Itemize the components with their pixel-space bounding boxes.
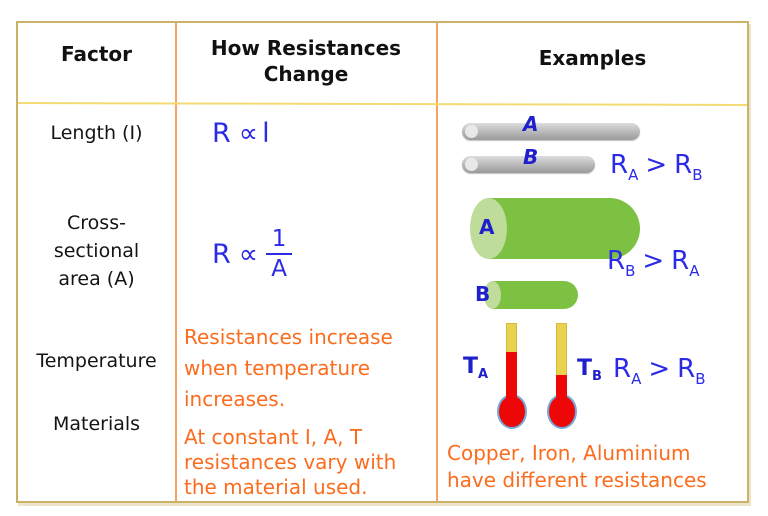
materials-note-line-2: resistances vary with	[184, 450, 397, 474]
column-divider-1	[175, 23, 177, 501]
cylinder-a-body	[488, 198, 640, 259]
fraction: 1 A	[266, 226, 293, 282]
temperature-note: Resistances increase when temperature in…	[184, 322, 436, 415]
cmp-right-sub: B	[695, 370, 706, 388]
cmp-right-base: R	[677, 354, 696, 384]
factor-length-label: Length (I)	[50, 122, 143, 144]
cylinder-b-label: B	[475, 282, 491, 306]
factor-materials-label: Materials	[52, 413, 141, 435]
header-cell-how-resistances-change: How Resistances Change	[177, 35, 435, 87]
formula-base: R	[212, 238, 231, 270]
cylinder-b-body	[492, 281, 578, 309]
thermometer-a-bulb-icon	[497, 394, 527, 429]
cmp-right-base: R	[671, 246, 690, 276]
area-formula: R∝ 1 A	[212, 219, 293, 289]
thermometer-b-mercury	[556, 375, 567, 398]
materials-note-line-1: At constant I, A, T	[184, 425, 363, 449]
thermometer-a-mercury	[506, 352, 517, 398]
thermometer-a-tube-icon	[506, 323, 517, 398]
header-divider	[17, 102, 748, 106]
rod-a-label: A	[523, 112, 539, 136]
temperature-note-line-1: Resistances increase	[184, 325, 393, 349]
temperature-note-line-2: when temperature	[184, 356, 371, 380]
thermometer-b-bulb-icon	[547, 394, 577, 429]
thermometer-b-label: TB	[577, 356, 602, 384]
factor-area-label: Cross- sectional area (A)	[18, 209, 175, 293]
fraction-bar	[266, 253, 293, 255]
thermometer-a-label: TA	[463, 354, 488, 382]
cmp-left-base: R	[607, 246, 626, 276]
cmp-left-base: R	[610, 150, 629, 180]
cmp-left-sub: B	[625, 262, 636, 280]
formula-base: R	[212, 118, 231, 149]
length-formula: R∝l	[212, 118, 270, 149]
comparison-area: RB>RA	[607, 246, 700, 280]
rod-a-end-cap	[465, 125, 478, 138]
header-cell-factor: Factor	[18, 41, 175, 67]
factor-temperature-label: Temperature	[36, 350, 157, 372]
proportional-symbol: ∝	[238, 118, 259, 149]
resistance-factors-table: Factor How Resistances Change Examples L…	[16, 21, 749, 503]
rod-b-shape	[462, 156, 595, 173]
rod-b-label: B	[523, 145, 539, 169]
t-a-sub: A	[478, 367, 489, 382]
header-examples-label: Examples	[538, 46, 647, 70]
materials-example-line-2: have different resistances	[447, 468, 707, 492]
comparison-length: RA>RB	[610, 150, 703, 184]
cmp-right-sub: A	[689, 262, 700, 280]
cmp-left-sub: A	[628, 166, 639, 184]
header-how-change-label: How Resistances Change	[210, 36, 402, 86]
cylinder-b-face	[484, 281, 501, 309]
formula-variable: l	[262, 118, 270, 149]
cmp-right-base: R	[674, 150, 693, 180]
cylinder-b-shape	[484, 281, 578, 309]
thermometer-b-tube-icon	[556, 323, 567, 398]
header-factor-label: Factor	[60, 42, 132, 66]
cmp-right-sub: B	[692, 166, 703, 184]
rod-a-shape	[462, 123, 640, 140]
cylinder-a-face	[470, 198, 507, 259]
fraction-numerator: 1	[271, 226, 287, 252]
t-b-sub: B	[592, 369, 602, 384]
cmp-left-base: R	[613, 354, 632, 384]
cmp-left-sub: A	[631, 370, 642, 388]
fraction-denominator: A	[271, 256, 287, 282]
t-a-base: T	[463, 354, 479, 379]
greater-than-symbol: >	[642, 246, 665, 276]
materials-note: At constant I, A, T resistances vary wit…	[184, 425, 436, 500]
t-b-base: T	[577, 356, 593, 381]
header-cell-examples: Examples	[438, 45, 747, 71]
cylinder-a-shape	[470, 198, 640, 259]
rod-b-end-cap	[465, 158, 478, 171]
greater-than-symbol: >	[648, 354, 671, 384]
factor-area-line-2: sectional	[53, 240, 140, 262]
materials-example-line-1: Copper, Iron, Aluminium	[447, 441, 691, 465]
greater-than-symbol: >	[645, 150, 668, 180]
factor-area-line-1: Cross-	[67, 212, 126, 234]
factor-area-line-3: area (A)	[58, 268, 135, 290]
cylinder-a-label: A	[479, 215, 495, 239]
column-divider-2	[436, 23, 438, 501]
temperature-note-line-3: increases.	[184, 387, 286, 411]
materials-note-line-3: the material used.	[184, 475, 368, 499]
proportional-symbol: ∝	[238, 238, 259, 270]
comparison-temperature: RA>RB	[613, 354, 706, 388]
materials-example-note: Copper, Iron, Aluminium have different r…	[447, 440, 753, 494]
